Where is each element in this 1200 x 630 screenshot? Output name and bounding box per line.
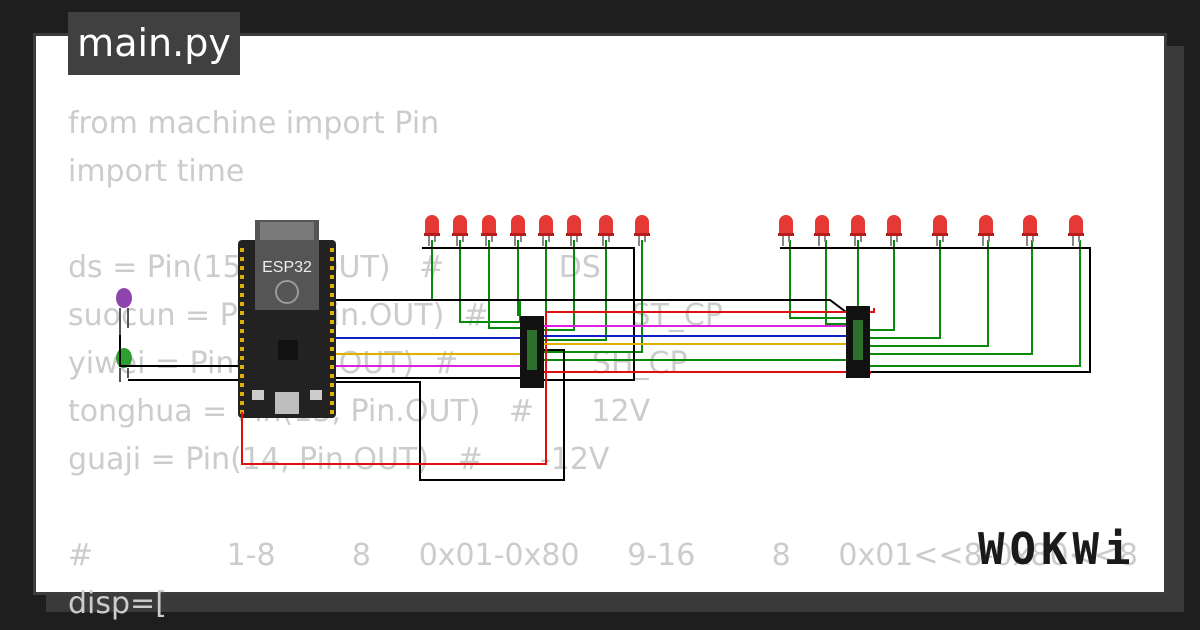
esp32-chip bbox=[278, 340, 298, 360]
led-icon bbox=[538, 215, 554, 246]
led-icon bbox=[778, 215, 794, 246]
boot-button bbox=[252, 390, 264, 400]
wire bbox=[780, 247, 1091, 373]
wire bbox=[544, 240, 643, 353]
board-pin bbox=[330, 356, 334, 360]
wire bbox=[870, 240, 941, 339]
board-pin bbox=[330, 293, 334, 297]
led-icon bbox=[1068, 215, 1084, 246]
wire bbox=[520, 371, 871, 374]
board-pin bbox=[330, 365, 334, 369]
esp32-antenna bbox=[260, 222, 314, 240]
board-pin bbox=[330, 275, 334, 279]
led-icon bbox=[978, 215, 994, 246]
wire bbox=[870, 240, 1081, 367]
board-pin bbox=[330, 401, 334, 405]
wire bbox=[544, 240, 575, 331]
board-label: ESP32 bbox=[262, 259, 312, 276]
wire bbox=[431, 240, 521, 322]
board-pin bbox=[330, 410, 334, 414]
board-pin bbox=[240, 347, 244, 351]
wire bbox=[459, 240, 520, 323]
shift-register-icon-right bbox=[846, 306, 870, 378]
esp32-board-icon: ESP32 bbox=[238, 220, 336, 418]
board-pin bbox=[330, 266, 334, 270]
led-icon bbox=[814, 215, 830, 246]
wokwi-logo: WOKWi bbox=[978, 524, 1136, 575]
board-pin bbox=[330, 302, 334, 306]
board-pin bbox=[240, 383, 244, 387]
wire bbox=[336, 299, 847, 313]
code-line: disp=[ bbox=[68, 586, 167, 621]
board-pin bbox=[240, 311, 244, 315]
wire bbox=[488, 240, 520, 329]
wire bbox=[241, 308, 875, 465]
board-pin bbox=[240, 392, 244, 396]
board-pin bbox=[330, 392, 334, 396]
board-pin bbox=[240, 266, 244, 270]
shift-register-icon-left bbox=[520, 316, 544, 388]
board-pin bbox=[330, 374, 334, 378]
reset-button bbox=[310, 390, 322, 400]
wire bbox=[119, 335, 238, 367]
board-pin bbox=[240, 329, 244, 333]
board-pin bbox=[330, 329, 334, 333]
wire bbox=[422, 247, 635, 381]
code-line: # 1-8 8 0x01-0x80 9-16 8 0x01<<8-0x80<<8 bbox=[68, 538, 1138, 573]
board-pin bbox=[240, 320, 244, 324]
code-line: import time bbox=[68, 154, 245, 189]
usb-port-icon bbox=[275, 392, 299, 414]
board-pin bbox=[240, 356, 244, 360]
code-line: guaji = Pin(14, Pin.OUT) # -12V bbox=[68, 442, 610, 477]
board-pin bbox=[240, 275, 244, 279]
led-icon bbox=[886, 215, 902, 246]
preview-card bbox=[33, 33, 1167, 595]
board-pin bbox=[330, 338, 334, 342]
esp32-logo-icon bbox=[275, 280, 299, 304]
board-pin bbox=[240, 293, 244, 297]
board-pin bbox=[330, 311, 334, 315]
wire bbox=[336, 349, 565, 481]
esp32-pins-left bbox=[240, 248, 244, 414]
wire bbox=[789, 240, 846, 319]
board-pin bbox=[240, 374, 244, 378]
led-banks bbox=[424, 215, 1084, 246]
led-icon bbox=[850, 215, 866, 246]
board-pin bbox=[330, 383, 334, 387]
led-icon bbox=[481, 215, 497, 246]
board-pin bbox=[330, 257, 334, 261]
file-tab[interactable]: main.py bbox=[68, 12, 240, 75]
board-pin bbox=[240, 365, 244, 369]
wire bbox=[870, 240, 1033, 355]
wire bbox=[870, 240, 989, 347]
wire bbox=[544, 240, 607, 341]
board-pin bbox=[240, 257, 244, 261]
board-pin bbox=[240, 284, 244, 288]
code-line: from machine import Pin bbox=[68, 106, 440, 141]
led-icon bbox=[510, 215, 526, 246]
led-icon bbox=[424, 215, 440, 246]
led-icon bbox=[452, 215, 468, 246]
board-pin bbox=[330, 347, 334, 351]
led-icon bbox=[1022, 215, 1038, 246]
led-icon bbox=[598, 215, 614, 246]
board-pin bbox=[330, 320, 334, 324]
board-pin bbox=[240, 302, 244, 306]
board-pin bbox=[240, 401, 244, 405]
wire bbox=[825, 240, 846, 325]
board-pin bbox=[330, 284, 334, 288]
board-pin bbox=[240, 248, 244, 252]
led-icon bbox=[566, 215, 582, 246]
board-pin bbox=[240, 338, 244, 342]
led-icon bbox=[932, 215, 948, 246]
led-purple-icon bbox=[116, 288, 132, 335]
esp32-pins-right bbox=[330, 248, 334, 414]
wire bbox=[870, 240, 895, 331]
led-icon bbox=[634, 215, 650, 246]
board-pin bbox=[330, 248, 334, 252]
